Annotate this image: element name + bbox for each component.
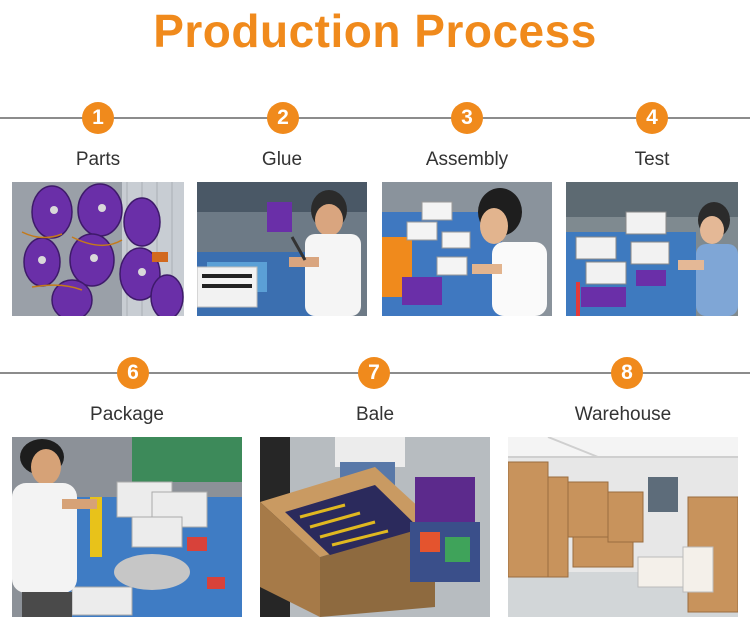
warehouse-photo — [508, 437, 738, 617]
step-number-2: 2 — [267, 102, 299, 134]
step-label-package: Package — [90, 404, 164, 425]
assembly-photo — [382, 182, 552, 316]
test-photo — [566, 182, 738, 316]
step-number-8: 8 — [611, 357, 643, 389]
step-label-glue: Glue — [261, 149, 303, 170]
step-number-1: 1 — [82, 102, 114, 134]
page-title: Production Process — [153, 5, 597, 57]
parts-photo — [12, 182, 184, 316]
step-number-3: 3 — [451, 102, 483, 134]
bale-photo — [260, 437, 490, 617]
glue-photo — [197, 182, 367, 316]
step-number-4: 4 — [636, 102, 668, 134]
timeline-line-row1 — [0, 117, 750, 119]
step-label-bale: Bale — [355, 404, 395, 425]
package-photo — [12, 437, 242, 617]
step-number-7: 7 — [358, 357, 390, 389]
step-label-warehouse: Warehouse — [574, 404, 672, 425]
step-number-6: 6 — [117, 357, 149, 389]
step-label-assembly: Assembly — [425, 149, 509, 170]
step-label-parts: Parts — [75, 149, 121, 170]
step-label-test: Test — [634, 149, 670, 170]
